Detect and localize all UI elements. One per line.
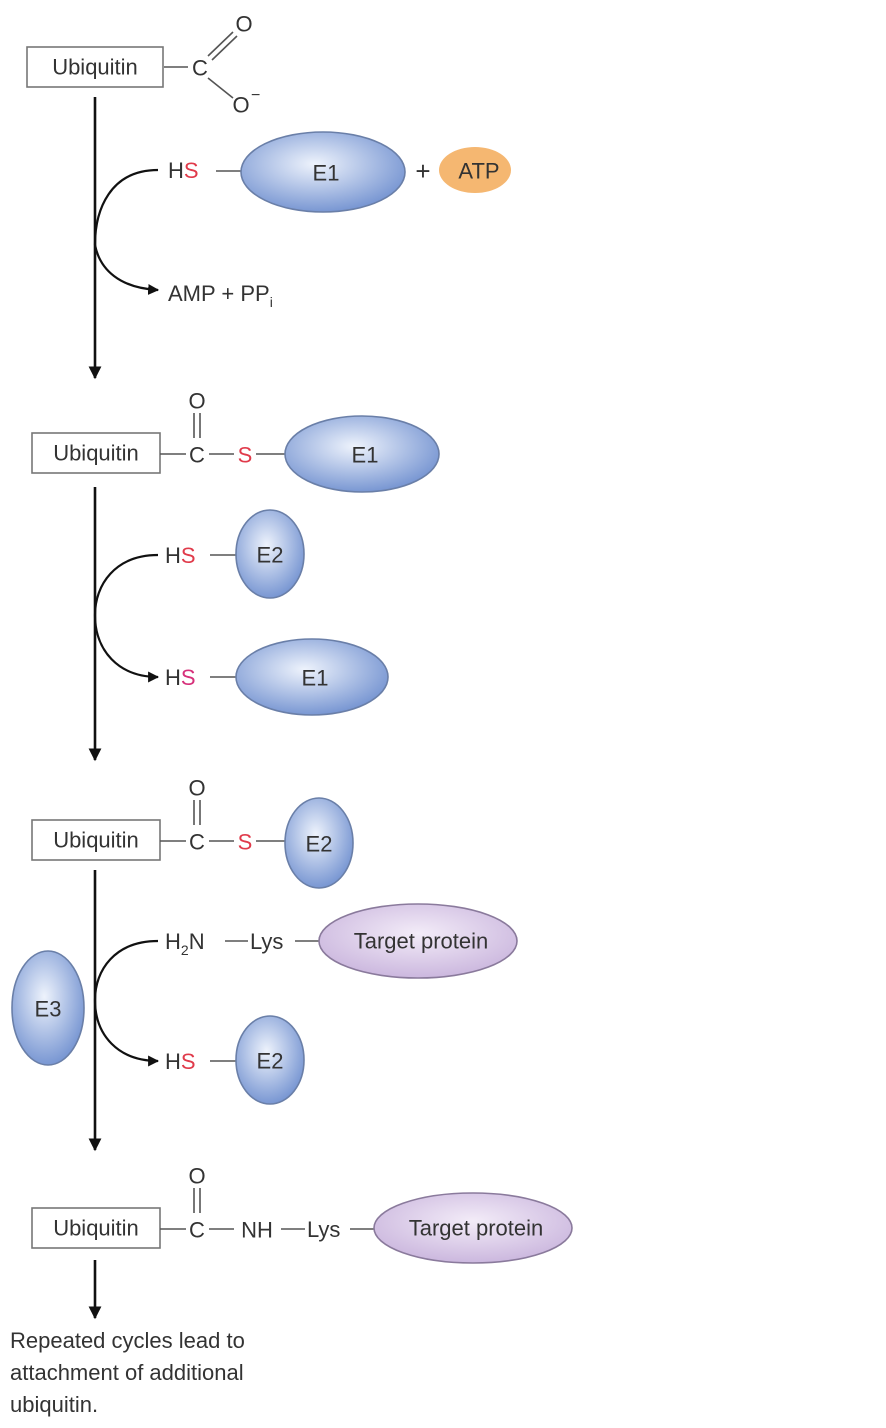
hs-s: S — [181, 543, 196, 568]
sulfur-label: S — [238, 443, 253, 468]
ubiquitin-label: Ubiquitin — [52, 55, 138, 80]
carbon-label: C — [189, 1218, 205, 1243]
svg-text:AMP + PPi: AMP + PPi — [168, 281, 273, 310]
hs-s: S — [181, 1049, 196, 1074]
e1-enzyme — [284, 415, 440, 493]
ubiquitin-label: Ubiquitin — [53, 1216, 139, 1241]
svg-text:HS: HS — [165, 543, 196, 568]
e1-label: E1 — [302, 666, 329, 691]
e1-enzyme — [240, 131, 406, 213]
e1-label: E1 — [313, 161, 340, 186]
oxygen-label: O — [188, 1164, 205, 1189]
oxide-label: O — [232, 93, 249, 118]
target-protein-label: Target protein — [354, 929, 489, 954]
ubiquitin-box — [31, 819, 161, 861]
e2-enzyme — [284, 797, 354, 889]
curved-arrow — [93, 939, 160, 1067]
caption-line: Repeated cycles lead to — [10, 1328, 245, 1353]
oxygen-label: O — [235, 12, 252, 37]
e2-label: E2 — [306, 832, 333, 857]
e1-label: E1 — [352, 443, 379, 468]
curved-arrow-out — [93, 244, 160, 295]
hs-h: H — [165, 1049, 181, 1074]
lys-label: Lys — [307, 1217, 340, 1242]
hs-s: S — [181, 665, 196, 690]
svg-text:HS: HS — [165, 1049, 196, 1074]
ubiquitin-label: Ubiquitin — [53, 828, 139, 853]
curved-arrow — [93, 553, 160, 683]
e3-enzyme — [11, 950, 85, 1066]
carbon-label: C — [192, 56, 208, 81]
step1-ubiquitin-carboxylate: Ubiquitin C O O − — [26, 12, 260, 118]
caption-line: ubiquitin. — [10, 1392, 98, 1417]
ubiquitin-box — [31, 432, 161, 474]
hs-h: H — [165, 665, 181, 690]
hs-h: H — [168, 158, 184, 183]
amine-subscript: 2 — [181, 942, 189, 958]
e2-enzyme — [235, 1015, 305, 1105]
svg-text:HS: HS — [165, 665, 196, 690]
oxygen-label: O — [188, 776, 205, 801]
amine-n: N — [189, 929, 205, 954]
caption-line: attachment of additional — [10, 1360, 244, 1385]
hs-s: S — [184, 158, 199, 183]
ubiquitin-label: Ubiquitin — [53, 441, 139, 466]
e2-label: E2 — [257, 1049, 284, 1074]
nh-label: NH — [241, 1218, 273, 1243]
carbon-label: C — [189, 830, 205, 855]
e1-enzyme — [235, 638, 389, 716]
lys-label: Lys — [250, 929, 283, 954]
atp-label: ATP — [458, 159, 499, 184]
svg-text:HS: HS — [168, 158, 199, 183]
ubiquitin-box — [26, 46, 164, 88]
oxygen-label: O — [188, 389, 205, 414]
e2-enzyme — [235, 509, 305, 599]
target-protein — [318, 903, 518, 979]
sulfur-label: S — [238, 830, 253, 855]
e2-label: E2 — [257, 543, 284, 568]
e3-label: E3 — [35, 997, 62, 1022]
plus-sign: + — [415, 156, 430, 186]
products-subscript: i — [270, 294, 273, 310]
curved-arrow-in — [93, 168, 159, 246]
atp-molecule — [439, 147, 511, 193]
carbon-label: C — [189, 443, 205, 468]
amine-h: H — [165, 929, 181, 954]
products-label: AMP + PP — [168, 281, 270, 306]
negative-charge: − — [251, 87, 260, 104]
target-protein — [373, 1192, 573, 1264]
ubiquitin-box — [31, 1207, 161, 1249]
svg-text:H2N: H2N — [165, 929, 205, 958]
target-protein-label: Target protein — [409, 1216, 544, 1241]
hs-h: H — [165, 543, 181, 568]
